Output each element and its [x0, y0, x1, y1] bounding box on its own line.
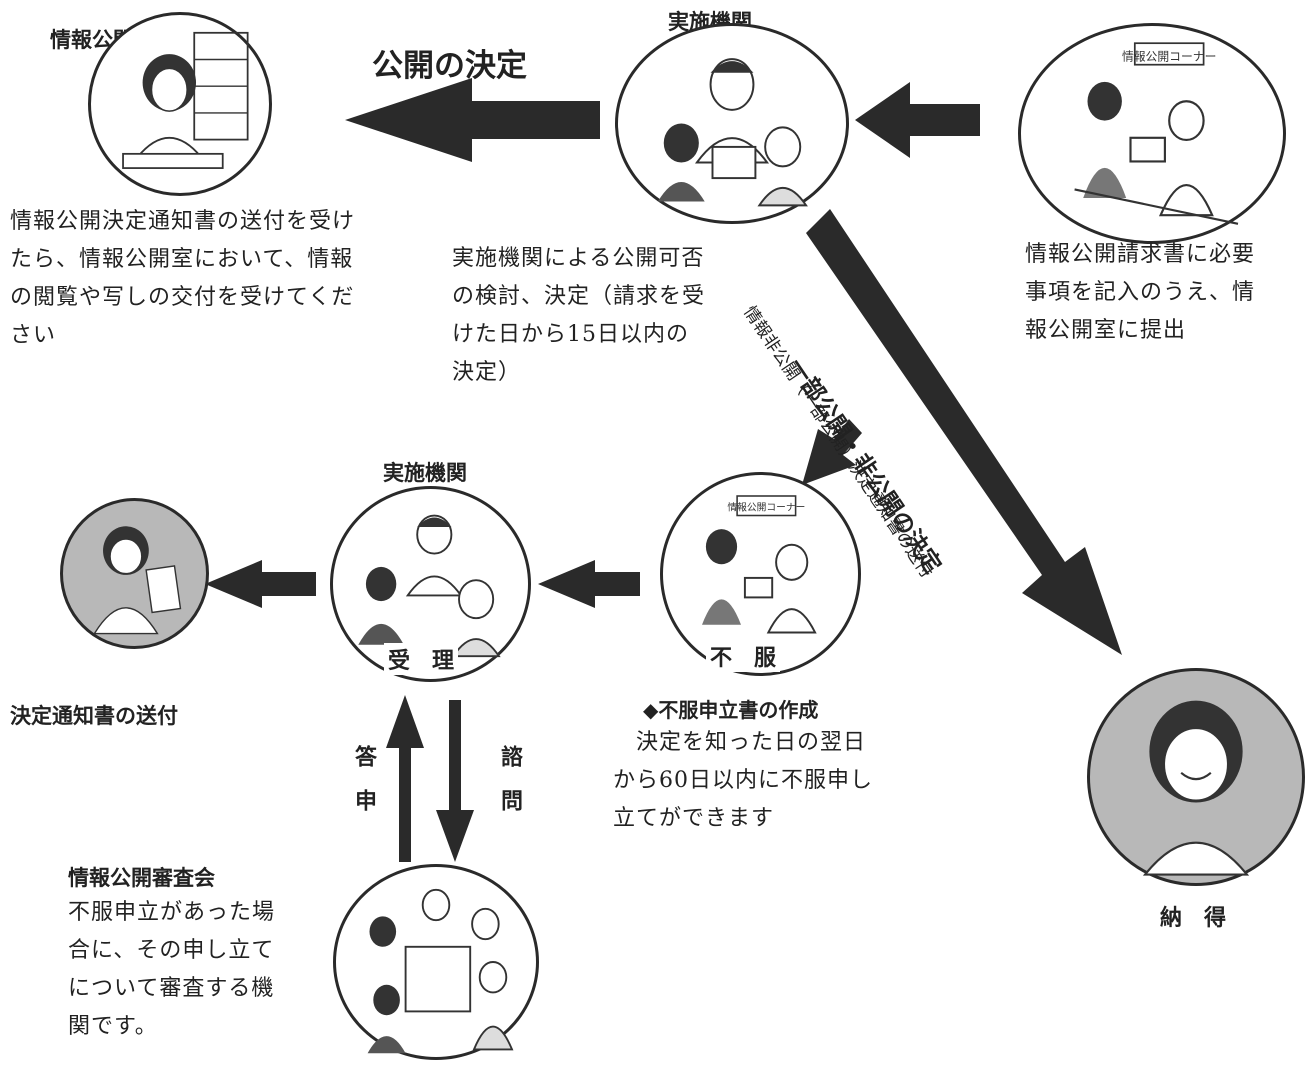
appeal-description: 決定を知った日の翌日 から60日以内に不服申し 立てができます	[613, 730, 873, 831]
request-description: 情報公開請求書に必要 事項を記入のうえ、情 報公開室に提出	[1025, 242, 1256, 343]
smiling-woman-illustration	[1142, 700, 1250, 876]
request-circle: 情報公開コーナー	[1018, 23, 1286, 244]
appeal-sign-text: 情報公開コーナー	[727, 501, 805, 514]
notice-label: 決定通知書の送付	[10, 704, 178, 728]
arrow-agency-to-info-room	[345, 78, 600, 162]
agency-top-description: 実施機関による公開可否 の検討、決定（請求を受 けた日から15日以内の 決定）	[452, 246, 706, 385]
appeal-sign	[736, 495, 797, 517]
agency-top-circle	[615, 23, 849, 224]
info-room-circle	[88, 12, 272, 196]
request-sign-text: 情報公開コーナー	[1122, 49, 1217, 63]
agency-review-illustration	[358, 514, 501, 658]
arrow-appeal-to-agency	[538, 560, 640, 608]
request-counter-illustration: 情報公開コーナー	[1074, 42, 1239, 225]
arrow-partial-decision	[806, 209, 1122, 655]
review-label: 情報公開審査会	[68, 866, 215, 890]
arrow-agency-to-notice	[205, 560, 316, 608]
arrow-to-appeal	[802, 419, 862, 485]
info-corner-sign	[1133, 42, 1205, 66]
appeal-circle-label: 不 服	[706, 640, 781, 672]
publish-decision-label: 公開の決定	[372, 48, 527, 84]
review-circle	[333, 864, 539, 1060]
agency-bottom-circle-label: 受 理	[384, 643, 459, 675]
appeal-counter-illustration: 情報公開コーナー	[702, 495, 817, 634]
agency-bottom-label: 実施機関	[383, 461, 467, 485]
arrow-answer-up	[386, 695, 424, 862]
appeal-circle: 情報公開コーナー	[660, 472, 861, 676]
review-board-illustration	[367, 888, 514, 1054]
woman-reading-illustration	[122, 31, 249, 169]
answer-label: 答申	[351, 745, 376, 833]
review-description: 不服申立があった場 合に、その申し立て について審査する機 関です。	[68, 900, 276, 1039]
agency-meeting-illustration	[657, 58, 808, 207]
appeal-heading: ◆不服申立書の作成	[643, 698, 819, 722]
satisfied-circle	[1087, 668, 1305, 886]
notice-circle	[60, 498, 209, 649]
inquiry-label: 諮問	[497, 745, 522, 833]
satisfied-label: 納 得	[1160, 906, 1227, 931]
arrow-inquiry-down	[436, 700, 474, 862]
woman-with-letter-illustration	[93, 526, 182, 635]
info-room-description: 情報公開決定通知書の送付を受け たら、情報公開室において、情報 の閲覧や写しの交…	[10, 209, 356, 348]
arrow-request-to-agency	[855, 82, 980, 158]
